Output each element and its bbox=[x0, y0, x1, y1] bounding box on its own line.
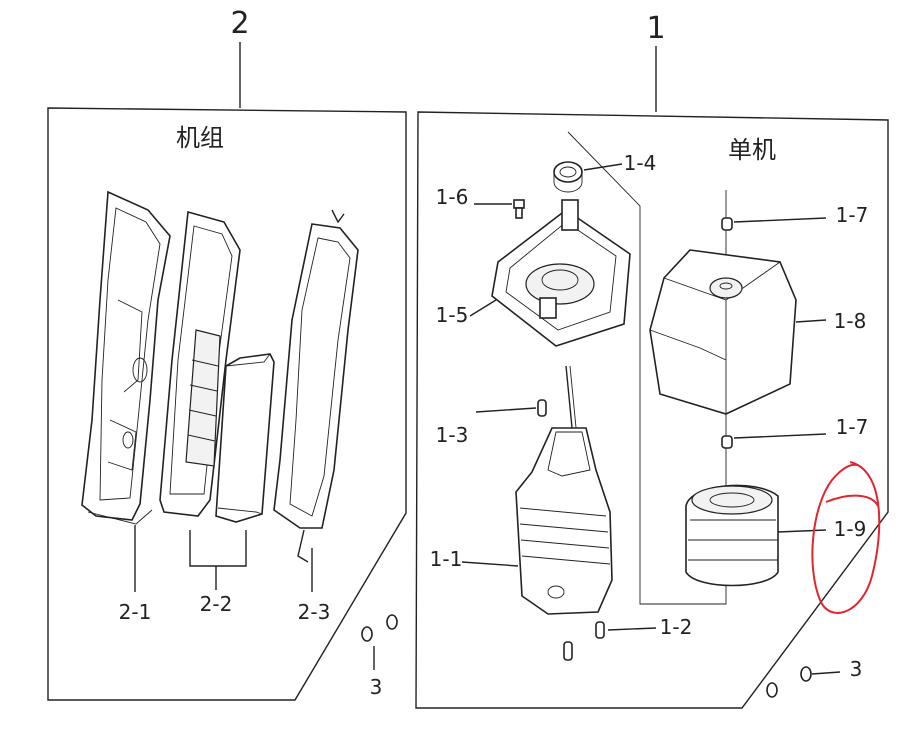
label-1-4: 1-4 bbox=[624, 151, 657, 175]
part-1-7-lower-nut bbox=[721, 435, 733, 449]
assembly-panel-frame bbox=[47, 107, 407, 701]
label-1-7-upper: 1-7 bbox=[836, 203, 869, 227]
assembly-title: 机组 bbox=[176, 124, 224, 152]
leader-1-9 bbox=[777, 529, 827, 533]
leader-3-right bbox=[811, 671, 841, 675]
label-2-3: 2-3 bbox=[298, 600, 331, 624]
leader-1-4 bbox=[583, 163, 623, 171]
leader-1-1 bbox=[461, 561, 519, 567]
leader-1-8 bbox=[795, 319, 827, 323]
label-1-8: 1-8 bbox=[834, 309, 867, 333]
part-2-2-filter-elements bbox=[159, 210, 275, 523]
single-panel: 1 单机 1-4 1-6 1-5 bbox=[415, 11, 889, 709]
label-1-6: 1-6 bbox=[436, 185, 469, 209]
assembly-number: 2 bbox=[230, 6, 249, 41]
part-1-9-filter-element bbox=[685, 484, 779, 587]
part-2-1-base-housing bbox=[81, 190, 171, 525]
label-3-left: 3 bbox=[370, 675, 383, 699]
part-1-2-clips bbox=[595, 621, 605, 639]
leader-1-7-upper bbox=[733, 217, 827, 223]
label-1-3: 1-3 bbox=[436, 423, 469, 447]
part-1-8-cover bbox=[649, 249, 797, 415]
label-1-9: 1-9 bbox=[834, 517, 867, 541]
label-2-2: 2-2 bbox=[200, 592, 233, 616]
label-1-7-lower: 1-7 bbox=[836, 415, 869, 439]
label-1-2: 1-2 bbox=[660, 615, 693, 639]
leader-1-5 bbox=[469, 299, 497, 317]
red-circle-annotation bbox=[811, 461, 881, 614]
part-2-3-cover bbox=[273, 209, 359, 563]
part-1-5-base-plate bbox=[491, 199, 631, 347]
label-2-1: 2-1 bbox=[119, 600, 152, 624]
single-panel-frame bbox=[415, 111, 889, 709]
part-1-7-upper-nut bbox=[721, 217, 733, 231]
single-title: 单机 bbox=[728, 136, 776, 164]
part-1-3-clip bbox=[537, 399, 547, 417]
assembly-guide-lines bbox=[567, 131, 727, 605]
single-number: 1 bbox=[646, 11, 665, 46]
part-1-6-bolt bbox=[513, 199, 525, 219]
assembly-panel: 2 机组 bbox=[47, 6, 407, 701]
leader-1-7-lower bbox=[733, 433, 827, 439]
leader-1-3 bbox=[475, 407, 537, 413]
part-1-4-seal-ring bbox=[553, 161, 583, 193]
label-3-right: 3 bbox=[850, 657, 863, 681]
label-1-5: 1-5 bbox=[436, 303, 469, 327]
leader-2-2 bbox=[189, 530, 247, 567]
part-3-nuts-right bbox=[766, 666, 812, 698]
part-1-1-filter-body bbox=[515, 427, 613, 661]
label-1-1: 1-1 bbox=[430, 547, 463, 571]
leader-1-2 bbox=[607, 627, 657, 631]
part-3-nuts-left bbox=[361, 614, 398, 670]
